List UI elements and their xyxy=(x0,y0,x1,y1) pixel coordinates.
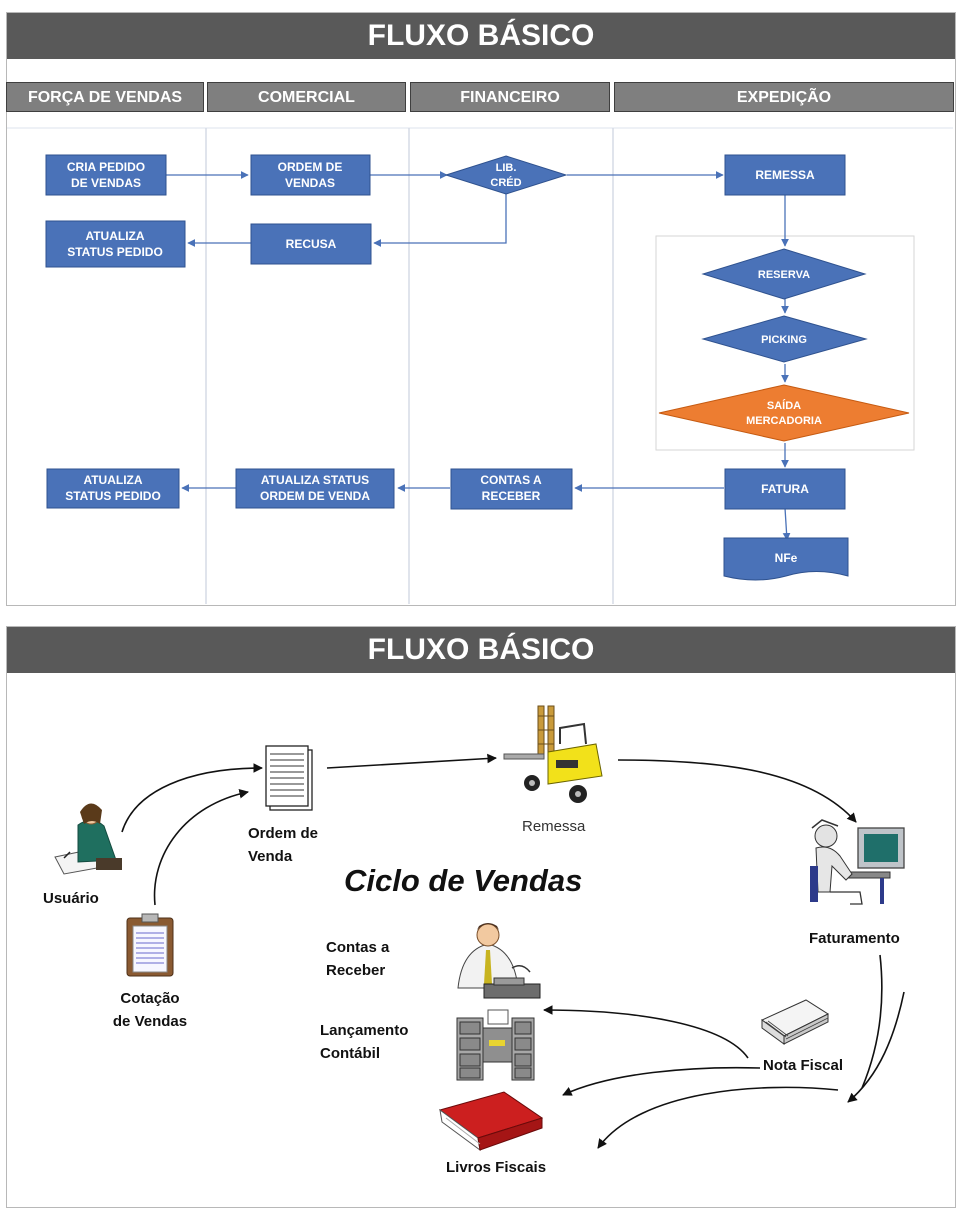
node-recusa-label: RECUSA xyxy=(286,237,337,251)
node-saida-line2: MERCADORIA xyxy=(746,415,822,427)
node-atualiza-ordem xyxy=(235,468,395,509)
node-nfe xyxy=(723,537,849,581)
node-ordem-vendas-line1: ORDEM DE xyxy=(278,160,343,174)
node-lib-cred xyxy=(444,155,568,195)
node-atualiza-1-line1: ATUALIZA xyxy=(85,229,144,243)
node-saida-mercadoria xyxy=(658,384,910,442)
node-lib-cred-line2: CRÉD xyxy=(490,176,521,189)
node-fatura-label: FATURA xyxy=(761,482,809,496)
bottom-cycle-panel: FLUXO BÁSICO xyxy=(6,626,956,1208)
lane-header-forca-vendas: FORÇA DE VENDAS xyxy=(6,82,204,112)
node-lib-cred-line1: LIB. xyxy=(496,162,517,174)
node-remessa xyxy=(724,154,846,196)
bottom-title: FLUXO BÁSICO xyxy=(7,627,955,673)
node-atualiza-ordem-line2: ORDEM DE VENDA xyxy=(260,489,370,503)
node-atualiza-status-2 xyxy=(46,468,180,509)
node-cria-pedido-line2: DE VENDAS xyxy=(71,176,141,190)
node-atualiza-2-line1: ATUALIZA xyxy=(83,473,142,487)
node-atualiza-ordem-line1: ATUALIZA STATUS xyxy=(261,473,369,487)
node-atualiza-1-line2: STATUS PEDIDO xyxy=(67,245,163,259)
lane-header-financeiro: FINANCEIRO xyxy=(410,82,610,112)
node-reserva-label: RESERVA xyxy=(758,269,810,281)
top-title: FLUXO BÁSICO xyxy=(7,13,955,59)
node-contas-line2: RECEBER xyxy=(482,489,541,503)
node-contas-line1: CONTAS A xyxy=(480,473,542,487)
node-ordem-vendas-line2: VENDAS xyxy=(285,176,335,190)
node-contas-receber xyxy=(450,468,573,510)
flow-arrows xyxy=(166,171,791,541)
node-fatura xyxy=(724,468,846,510)
node-reserva xyxy=(701,248,867,300)
lane-header-comercial: COMERCIAL xyxy=(207,82,406,112)
top-flow-diagram: CRIA PEDIDO DE VENDAS ORDEM DE VENDAS LI… xyxy=(7,127,953,604)
node-ordem-vendas xyxy=(250,154,371,196)
lane-header-expedicao: EXPEDIÇÃO xyxy=(614,82,954,112)
node-saida-line1: SAÍDA xyxy=(767,399,801,412)
node-picking xyxy=(701,315,868,363)
node-atualiza-2-line2: STATUS PEDIDO xyxy=(65,489,161,503)
node-remessa-label: REMESSA xyxy=(755,168,815,182)
node-cria-pedido xyxy=(45,154,167,196)
node-recusa xyxy=(250,223,372,265)
node-atualiza-status-1 xyxy=(45,220,186,268)
node-cria-pedido-line1: CRIA PEDIDO xyxy=(67,160,145,174)
node-picking-label: PICKING xyxy=(761,334,807,346)
node-nfe-label: NFe xyxy=(775,551,798,565)
